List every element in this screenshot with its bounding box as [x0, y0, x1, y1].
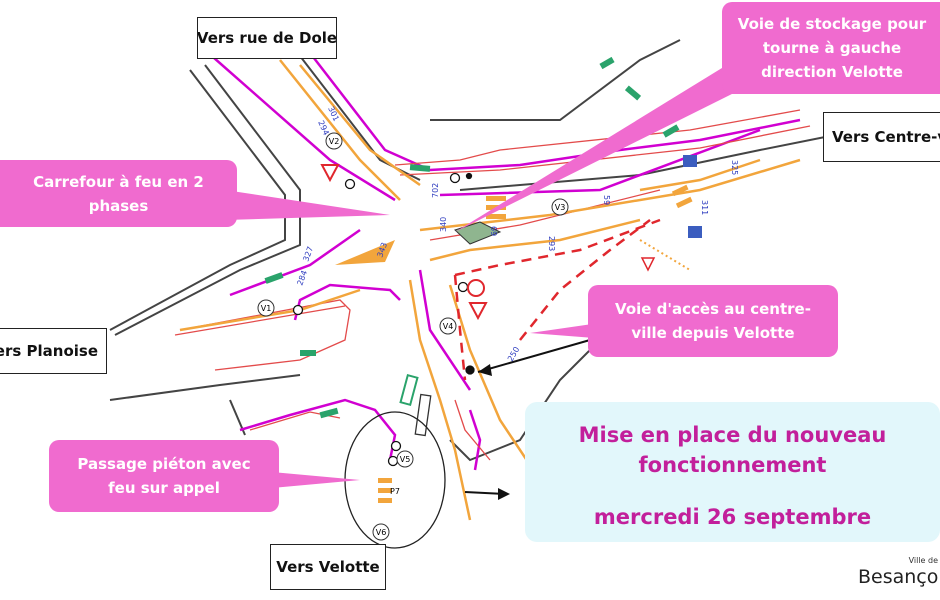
- dimension-label: 311: [700, 200, 709, 215]
- destination-dole: Vers rue de Dole: [197, 17, 337, 59]
- signal-label: V5: [400, 455, 411, 464]
- dimension-label: 325: [730, 160, 739, 175]
- dimension-label: 284: [295, 269, 309, 286]
- signal-label: V4: [443, 322, 454, 331]
- callout-line: Voie d'accès au centre-: [615, 300, 811, 318]
- callout-tail: [225, 190, 390, 220]
- logo-prefix: Ville de: [908, 556, 938, 565]
- announcement-line: Mise en place du nouveau: [578, 423, 887, 447]
- dimension-label: 702: [431, 183, 440, 198]
- callout-line: Voie de stockage pour: [737, 15, 927, 33]
- besancon-logo: Ville de Besançon: [852, 556, 940, 596]
- callout-tail: [455, 60, 760, 232]
- signal-label: V6: [376, 528, 387, 537]
- road-edges: [109, 29, 861, 462]
- callout-line: ville depuis Velotte: [631, 324, 795, 342]
- callout-pieton: Passage piéton avec feu sur appel: [49, 440, 279, 512]
- callout-carrefour: Carrefour à feu en 2 phases: [0, 160, 237, 227]
- dimension-label: 327: [301, 245, 315, 262]
- logo-name: Besançon: [858, 566, 940, 588]
- lane-markings: [179, 59, 801, 521]
- signal-label: P7: [390, 487, 400, 496]
- signal-label: V1: [261, 304, 272, 313]
- announcement-line: fonctionnement: [638, 453, 827, 477]
- destination-velotte: Vers Velotte: [270, 544, 386, 590]
- dimension-label: 69: [489, 226, 498, 236]
- warning-signs: [320, 164, 656, 321]
- signal-label: V3: [555, 203, 566, 212]
- lane-arrow-marking: [335, 240, 395, 265]
- callout-line: phases: [88, 196, 149, 215]
- pointer-head: [478, 364, 492, 376]
- callout-line: Carrefour à feu en 2: [33, 172, 204, 191]
- pointer-head: [498, 488, 510, 500]
- signal-label: V2: [329, 137, 340, 146]
- destination-planoise: Vers Planoise: [0, 328, 107, 374]
- traffic-island: [454, 221, 502, 245]
- dimension-label: 59: [602, 195, 611, 205]
- announcement-date: mercredi 26 septembre: [593, 505, 872, 529]
- callout-line: feu sur appel: [108, 479, 220, 497]
- dimension-label: 340: [439, 217, 448, 232]
- access-route: [453, 218, 661, 381]
- callout-line: direction Velotte: [761, 63, 903, 81]
- signal-heads: [292, 172, 475, 467]
- signal-label-group: V2 V1 V3 V4 V5 V6 P7: [257, 132, 569, 541]
- dimension-label: 293: [547, 236, 556, 251]
- announcement-panel: Mise en place du nouveau fonctionnement …: [525, 402, 940, 542]
- callout-acces: Voie d'accès au centre- ville depuis Vel…: [588, 285, 838, 357]
- callout-stockage: Voie de stockage pour tourne à gauche di…: [722, 2, 940, 94]
- destination-centre-ville: Vers Centre-ville: [823, 112, 940, 162]
- callout-line: Passage piéton avec: [77, 455, 251, 473]
- callout-line: tourne à gauche: [762, 39, 902, 57]
- road-features: [264, 56, 702, 437]
